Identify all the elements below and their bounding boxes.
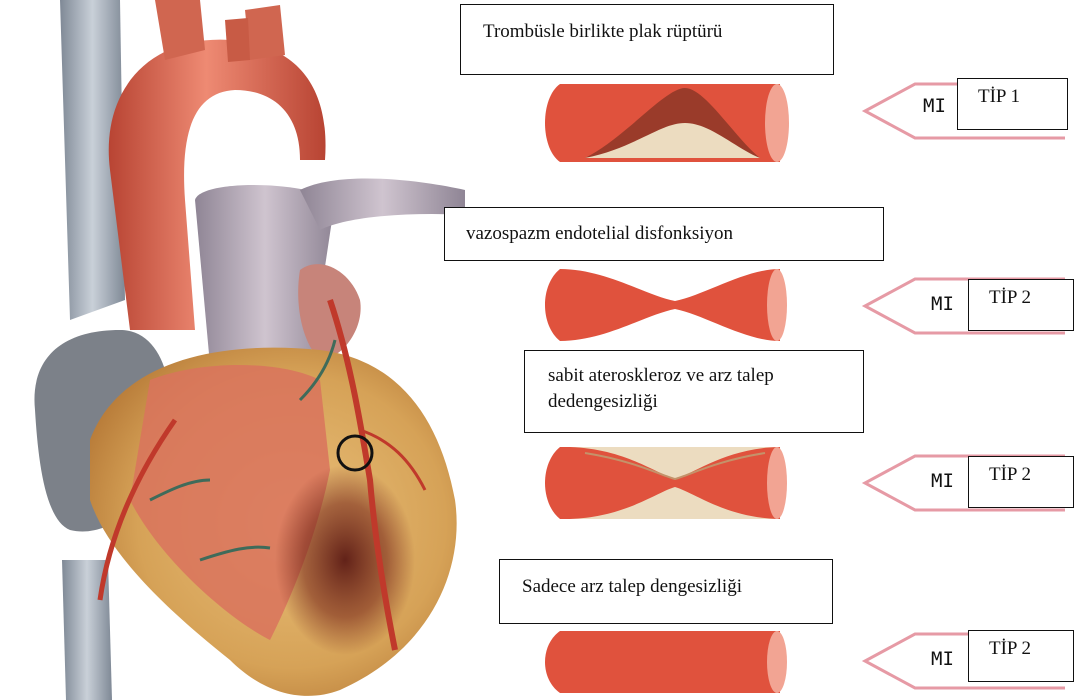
infarct-area	[275, 465, 415, 655]
caption-text: Sadece arz talep dengesizliği	[522, 576, 742, 597]
vessel-fixed-atherosclerosis-icon	[545, 443, 795, 523]
caption-text: vazospazm endotelial disfonksiyon	[466, 223, 733, 244]
vessel-normal-icon	[545, 627, 795, 697]
type-badge-row1: TİP 1	[957, 78, 1068, 130]
caption-row4: Sadece arz talep dengesizliği	[499, 559, 833, 624]
vessel-plaque-rupture-icon	[545, 78, 795, 168]
mi-label-row2: MI	[931, 293, 954, 315]
caption-row1: Trombüsle birlikte plak rüptürü	[460, 4, 834, 75]
mi-label-row4: MI	[931, 648, 954, 670]
caption-row3: sabit ateroskleroz ve arz talep dedenges…	[524, 350, 864, 433]
aortic-branch-right	[245, 5, 285, 60]
caption-text: sabit ateroskleroz ve arz talep dedenges…	[548, 365, 774, 412]
type-badge-row2: TİP 2	[968, 279, 1074, 331]
pulmonary-artery-right	[300, 178, 465, 230]
caption-text: Trombüsle birlikte plak rüptürü	[483, 21, 722, 42]
mi-label-row1: MI	[923, 95, 946, 117]
type-badge-row3: TİP 2	[968, 456, 1074, 508]
aortic-branch-left	[155, 0, 205, 60]
mi-label-row3: MI	[931, 470, 954, 492]
type-badge-row4: TİP 2	[968, 630, 1074, 682]
aortic-branch-mid	[225, 18, 250, 62]
heart-illustration	[0, 0, 470, 700]
caption-row2: vazospazm endotelial disfonksiyon	[444, 207, 884, 261]
vessel-vasospasm-icon	[545, 265, 795, 345]
